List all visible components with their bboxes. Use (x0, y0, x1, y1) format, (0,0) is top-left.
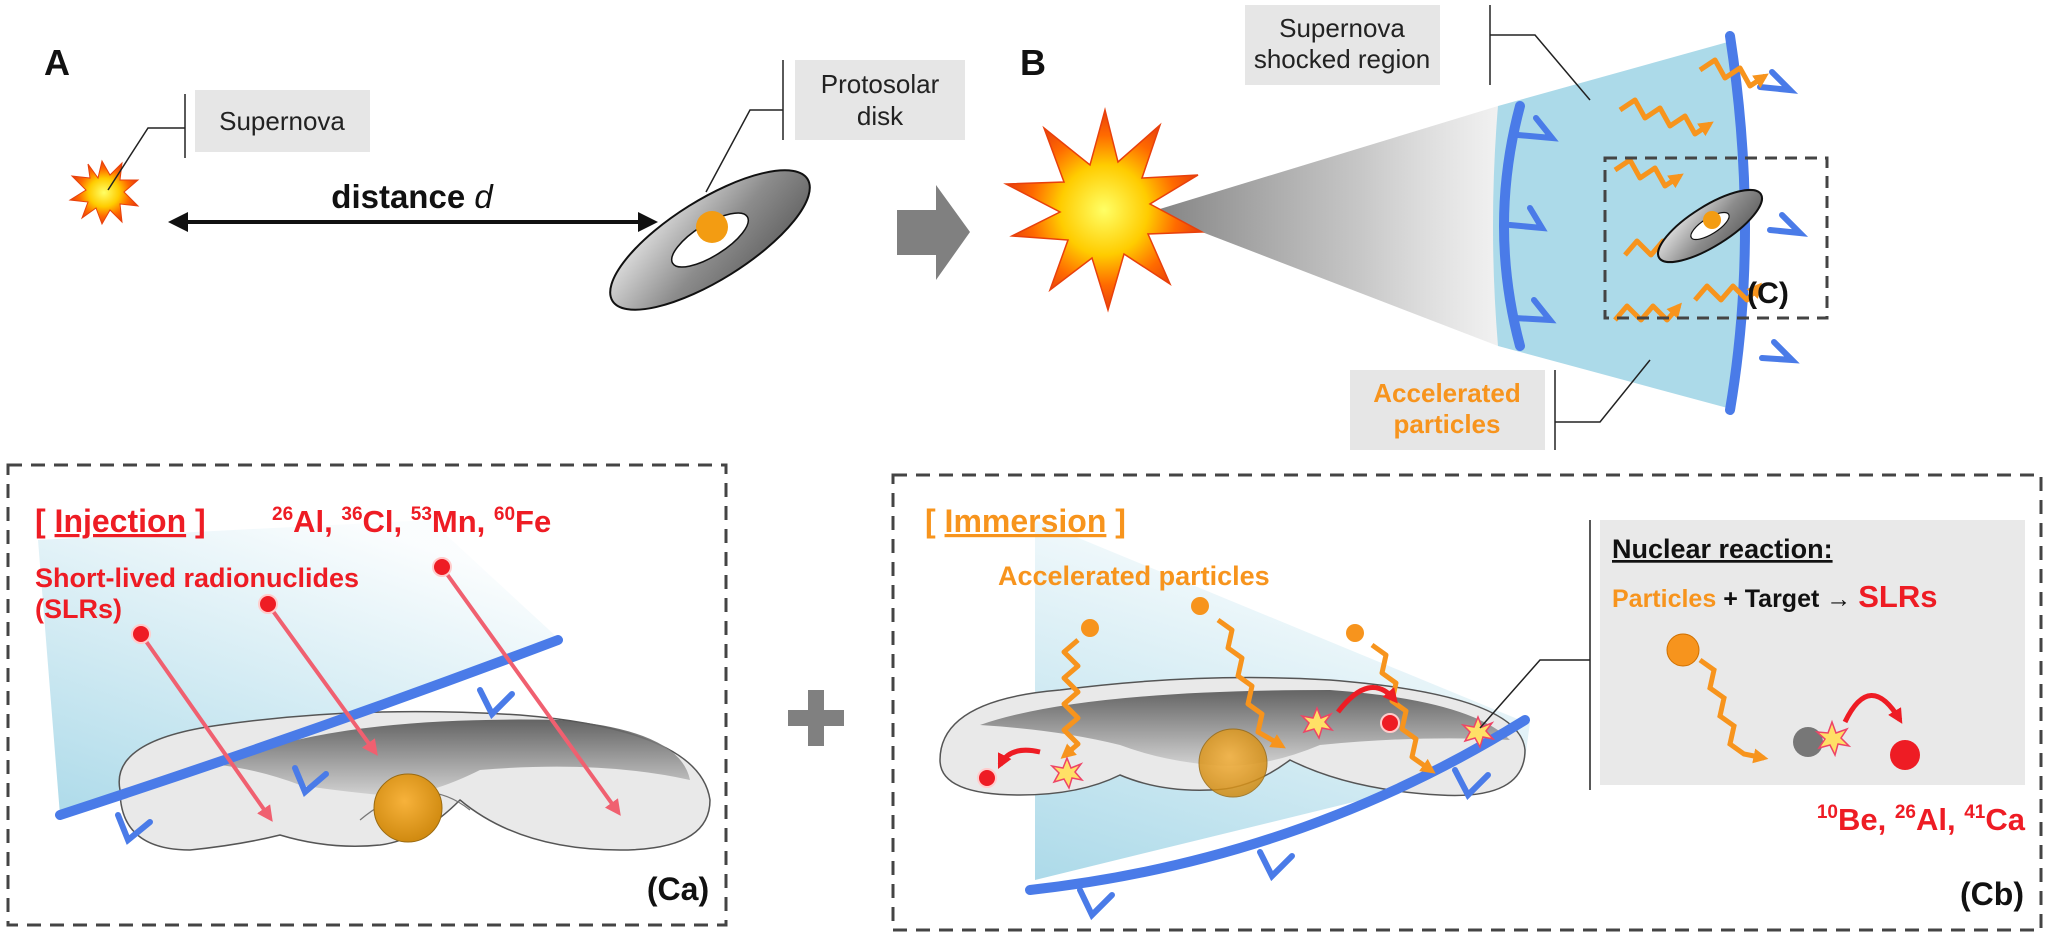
supernova-label-box (195, 90, 370, 152)
disk-label-line2: disk (857, 101, 904, 131)
reaction-red-arrow (1842, 693, 1903, 724)
reaction-wave (1698, 657, 1769, 764)
cb-panel-marker: (Cb) (1960, 876, 2024, 912)
ca-nuclide-list: 26Al, 36Cl, 53Mn, 60Fe (272, 504, 551, 539)
cb-title: [ Immersion ] (925, 503, 1126, 539)
cb-orange-particles (1081, 597, 1364, 642)
ca-injection-arrows (141, 568, 621, 822)
shocked-leader-line (1490, 34, 1591, 101)
accel-label-line2: particles (1394, 409, 1501, 439)
ca-protostar (373, 773, 443, 843)
cb-protostar (1198, 728, 1268, 798)
supernova-star-a (68, 159, 140, 226)
ca-shock-front (55, 635, 563, 820)
nuclear-reaction-title: Nuclear reaction: (1612, 534, 1833, 564)
cb-collision-bursts (1049, 705, 1496, 790)
panel-ca-frame (6, 463, 728, 927)
cb-slr-dots (977, 713, 1400, 788)
accelerated-particle-waves (1613, 57, 1769, 323)
cb-shock-front (1025, 715, 1530, 895)
cb-particle-waves (1060, 617, 1436, 774)
shock-front-outer (1725, 31, 1750, 415)
nuclear-reaction-equation: Particles + Target → SLRs (1612, 579, 1937, 614)
reaction-target (1793, 727, 1823, 757)
disk-label-box (795, 60, 965, 140)
ca-shock-chevrons (115, 687, 515, 845)
zoom-box-c (1603, 156, 1829, 320)
supernova-cone (1150, 106, 1498, 346)
shocked-label-line2: shocked region (1254, 44, 1430, 74)
shocked-label-line1: Supernova (1279, 13, 1405, 43)
cb-reaction-leader (1479, 659, 1590, 729)
protostar-b (1703, 211, 1721, 229)
accel-label-box (1350, 370, 1545, 450)
reaction-particle (1666, 633, 1700, 667)
ca-title: [ Injection ] (35, 503, 206, 539)
reaction-product (1890, 740, 1920, 770)
cb-product-list: 10Be, 26Al, 41Ca (1817, 802, 2026, 837)
panel-b-letter: B (1020, 42, 1046, 83)
shocked-label-box (1245, 5, 1440, 85)
shock-chevrons (1507, 69, 1809, 364)
distance-label: distance d (331, 178, 494, 215)
disk-label-line1: Protosolar (821, 69, 940, 99)
transition-arrow (897, 185, 970, 280)
reaction-burst (1814, 719, 1852, 758)
supernova-leader-line (107, 127, 185, 191)
plus-icon (788, 690, 844, 746)
supernova-label: Supernova (219, 106, 345, 136)
cb-accel-label: Accelerated particles (998, 561, 1270, 591)
cb-red-arrows (997, 685, 1398, 770)
disk-leader-line (705, 109, 783, 193)
panel-cb-frame (891, 473, 2043, 932)
supernova-star-b (1003, 107, 1205, 313)
cb-shock-chevrons (1077, 767, 1491, 921)
ca-slr-dots (131, 557, 452, 644)
accel-leader-line (1555, 359, 1651, 423)
protostar-a (696, 211, 728, 243)
accel-label-line1: Accelerated (1373, 378, 1520, 408)
ca-slr-label-line1: Short-lived radionuclides (35, 563, 359, 593)
ca-slr-label-line2: (SLRs) (35, 594, 122, 624)
panel-a-letter: A (44, 42, 70, 83)
zoom-box-c-label: (C) (1747, 277, 1789, 310)
ca-panel-marker: (Ca) (647, 871, 709, 907)
